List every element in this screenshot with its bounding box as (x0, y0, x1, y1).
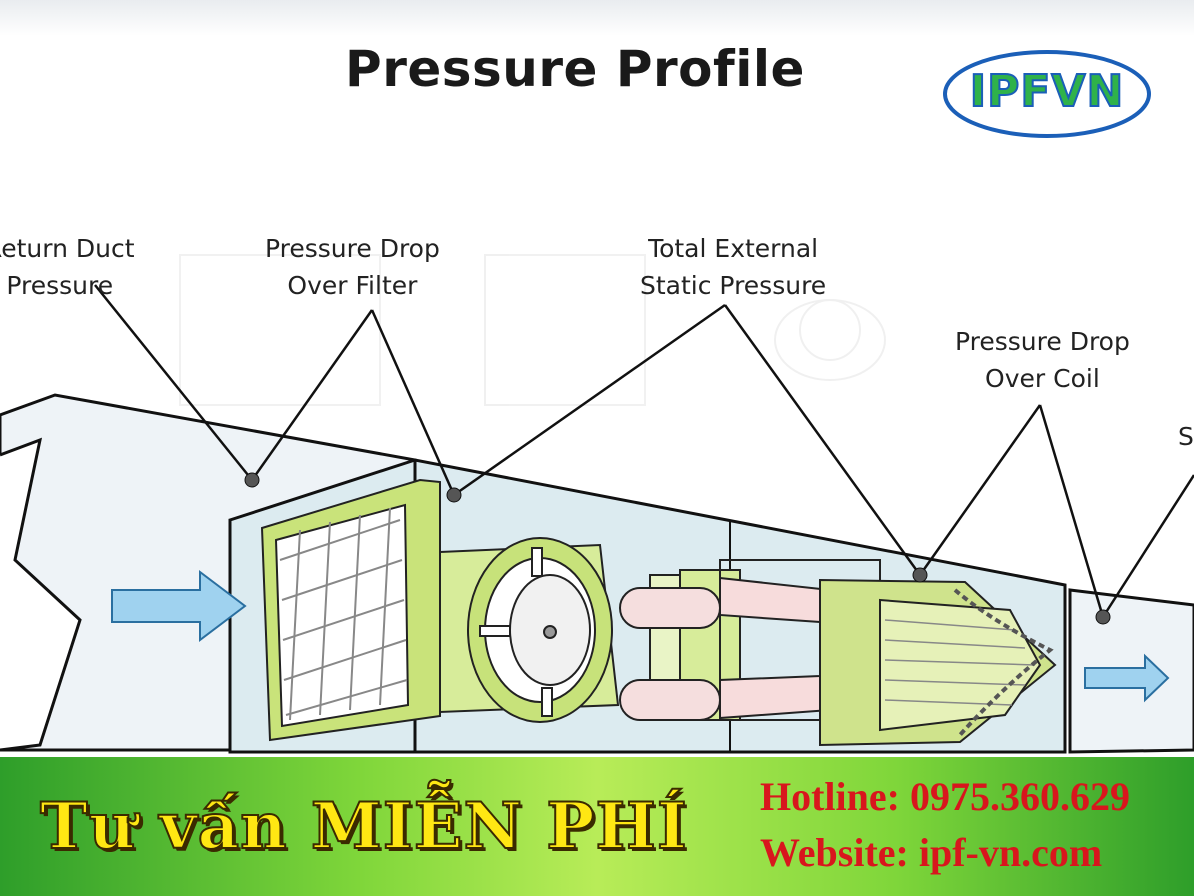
top-bar (0, 0, 1194, 36)
airflow-arrows (111, 569, 1170, 703)
label-pressure-drop-filter: Pressure Drop Over Filter (265, 234, 440, 300)
logo-text: IPFVN (969, 65, 1125, 118)
filter (260, 478, 441, 742)
label-return-duct-pressure: Return Duct Pressure (0, 234, 135, 300)
label-supply-truncated: S (1178, 422, 1194, 451)
banner-website[interactable]: Website: ipf-vn.com (760, 830, 1103, 875)
leader-lines (94, 284, 1194, 618)
blower-fan (439, 537, 620, 723)
label-pressure-drop-coil: Pressure Drop Over Coil (955, 327, 1130, 393)
banner-hotline[interactable]: Hotline: 0975.360.629 (760, 774, 1130, 819)
logo-swoosh-icon (943, 50, 1151, 138)
ipfvn-logo: IPFVN (942, 48, 1152, 140)
evaporator-coil (819, 578, 1057, 747)
banner-slogan: Tư vấn MIỄN PHÍ (39, 788, 688, 865)
leader-dots (244, 472, 1111, 625)
page-title: Pressure Profile (345, 40, 805, 98)
label-total-external-static-pressure: Total External Static Pressure (640, 234, 827, 300)
ghost-background (179, 254, 886, 406)
promo-banner: Tư vấn MIỄN PHÍ Hotline: 0975.360.629 We… (0, 757, 1194, 896)
